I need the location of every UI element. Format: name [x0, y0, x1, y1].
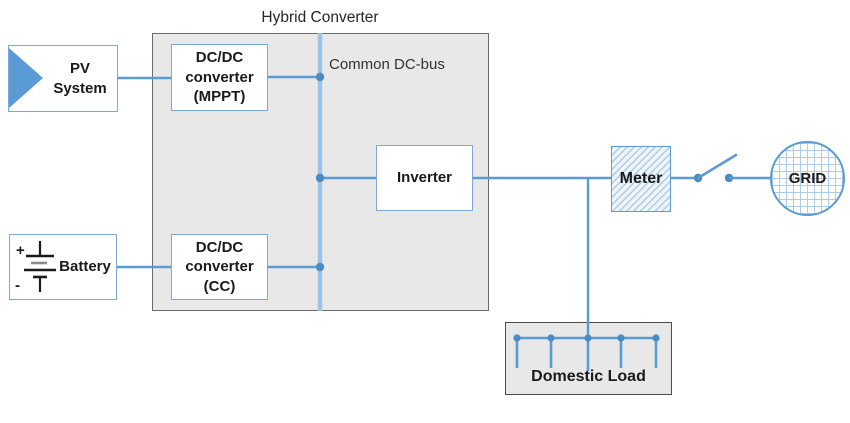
load-bus-dot-4	[617, 334, 625, 342]
bus-junction-dot-mppt	[315, 72, 325, 82]
dcdc-cc-node: DC/DC converter (CC)	[171, 234, 268, 300]
battery-icon: + -	[15, 241, 56, 294]
pv-system-node: PV System	[8, 45, 118, 112]
battery-negative-sign: -	[15, 277, 20, 294]
pv-triangle-icon	[9, 48, 43, 108]
meter-node: Meter	[611, 146, 671, 212]
pv-system-label: PV System	[53, 60, 107, 97]
dcdc-mppt-node: DC/DC converter (MPPT)	[171, 44, 268, 111]
battery-positive-sign: +	[16, 242, 25, 259]
bus-junction-dot-cc	[315, 262, 325, 272]
load-bus-dot-5	[652, 334, 660, 342]
inverter-node: Inverter	[376, 145, 473, 211]
load-bus-dot-1	[513, 334, 521, 342]
dc-bus-label: Common DC-bus	[329, 56, 445, 73]
battery-label: Battery	[59, 258, 111, 276]
grid-node: GRID	[770, 141, 845, 216]
load-bus-dot-3	[584, 334, 592, 342]
dcdc-cc-label: DC/DC converter (CC)	[185, 238, 254, 295]
battery-node: + - Battery	[9, 234, 117, 300]
grid-label: GRID	[788, 169, 827, 187]
diagram-title: Hybrid Converter	[261, 9, 379, 26]
inverter-label: Inverter	[396, 169, 453, 187]
meter-label: Meter	[619, 169, 663, 187]
load-distribution-bus	[513, 334, 660, 371]
bus-junction-dot-inverter	[315, 173, 325, 183]
domestic-load-label: Domestic Load	[531, 368, 646, 386]
switch-blade	[696, 153, 738, 180]
pv-triangle-shape	[9, 48, 43, 108]
dcdc-mppt-label: DC/DC converter (MPPT)	[185, 49, 254, 106]
load-bus-dot-2	[547, 334, 555, 342]
